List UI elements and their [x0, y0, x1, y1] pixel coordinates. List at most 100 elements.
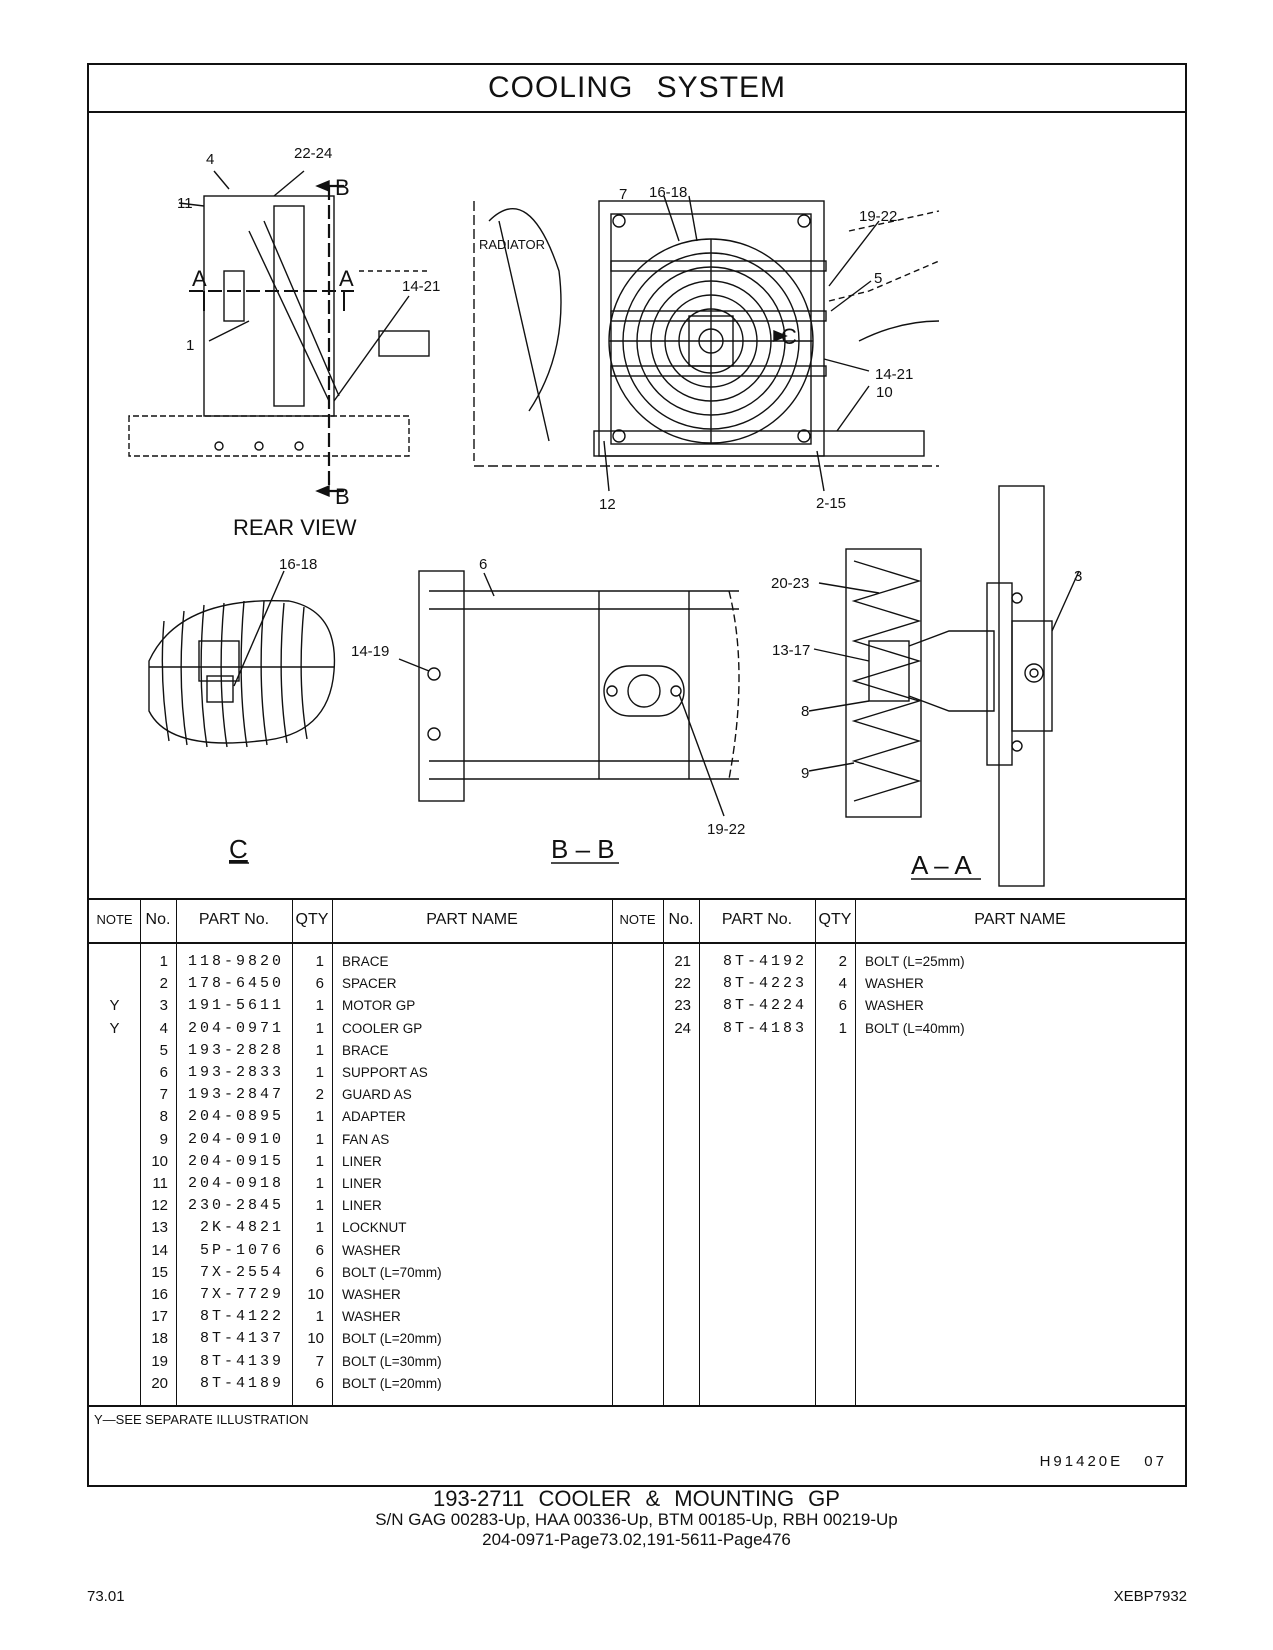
callout-16-18-front: 16-18: [649, 184, 687, 201]
cell-qty: 1: [315, 1152, 324, 1170]
cell-note: [89, 1150, 140, 1173]
table-row: 6 193-2833 1 SUPPORT AS: [89, 1061, 1185, 1084]
cell-note: [89, 1283, 140, 1306]
callout-19-22-front: 19-22: [859, 208, 897, 225]
section-marker-a-left: A: [192, 266, 207, 291]
cell-name: FAN AS: [342, 1131, 390, 1147]
cell-qty: 1: [315, 1130, 324, 1148]
caption-serial-numbers: S/N GAG 00283-Up, HAA 00336-Up, BTM 0018…: [375, 1510, 898, 1529]
cell-no: 13: [151, 1219, 168, 1237]
cell-no: 2: [159, 975, 168, 993]
cell-name: COOLER GP: [342, 1020, 423, 1036]
cell-name: BOLT (L=30mm): [342, 1353, 442, 1369]
cell-part-no: 5P-1076: [199, 1241, 284, 1259]
cell-part-no: 204-0915: [187, 1152, 284, 1170]
cell-qty: 1: [315, 1064, 324, 1081]
cell-note: [612, 994, 663, 1017]
cell-name: LINER: [342, 1198, 382, 1214]
cell-note: [89, 1372, 140, 1395]
section-marker-b-bottom: B: [335, 484, 350, 509]
cell-part-no: 193-2847: [187, 1086, 284, 1104]
column-divider: [663, 898, 664, 1405]
cell-name: WASHER: [865, 998, 924, 1014]
view-aa-drawing: [808, 485, 1080, 887]
column-divider: [612, 898, 613, 1405]
cell-qty: 1: [315, 1219, 324, 1237]
header-part-name: PART NAME: [426, 911, 518, 928]
cell-name: LOCKNUT: [342, 1220, 407, 1236]
cell-note: Y: [109, 1019, 120, 1037]
cell-no: 6: [159, 1064, 168, 1081]
cell-qty: 7: [315, 1352, 324, 1370]
cell-note: [89, 1327, 140, 1350]
cell-qty: 6: [315, 975, 324, 993]
view-bb-drawing: [398, 570, 740, 817]
callout-3: 3: [1074, 568, 1082, 585]
cell-note: [612, 1017, 663, 1040]
cell-name: BOLT (L=70mm): [342, 1264, 442, 1280]
cell-part-no: 2K-4821: [199, 1219, 284, 1237]
cell-part-no: 193-2833: [187, 1064, 284, 1081]
cell-name: SUPPORT AS: [342, 1065, 428, 1080]
page-title: COOLING SYSTEM: [89, 65, 1185, 113]
cell-no: 17: [151, 1308, 168, 1326]
cell-note: [89, 1350, 140, 1373]
rear-view-label: REAR VIEW: [233, 515, 357, 540]
cell-no: 8: [159, 1108, 168, 1126]
cell-part-no: 204-0918: [187, 1175, 284, 1192]
cell-part-no: 8T-4192: [722, 953, 807, 970]
cell-note: [89, 1128, 140, 1151]
caption-page-references: 204-0971-Page73.02,191-5611-Page476: [482, 1530, 791, 1549]
cell-no: 4: [159, 1019, 168, 1037]
cell-part-no: 204-0910: [187, 1130, 284, 1148]
cell-no: 1: [159, 953, 168, 970]
cell-qty: 1: [315, 953, 324, 970]
header-note: NOTE: [96, 912, 133, 927]
callout-14-19: 14-19: [351, 643, 389, 660]
cell-no: 21: [674, 953, 691, 970]
column-divider: [140, 898, 141, 1405]
view-c-drawing: [148, 570, 336, 748]
header-qty: QTY: [295, 911, 329, 928]
section-marker-b-top: B: [335, 175, 350, 200]
cell-no: 5: [159, 1041, 168, 1059]
callout-6: 6: [479, 556, 487, 573]
cell-no: 7: [159, 1086, 168, 1104]
view-bb-label: B – B: [551, 834, 615, 864]
callout-16-18-c: 16-18: [279, 556, 317, 573]
cell-no: 23: [674, 997, 691, 1015]
view-marker-c: C: [781, 324, 797, 349]
header-part-no-right: PART No.: [721, 911, 793, 928]
cell-note: [89, 1305, 140, 1328]
header-qty-right: QTY: [818, 911, 852, 928]
cell-name: BRACE: [342, 954, 389, 969]
cell-no: 14: [151, 1241, 168, 1259]
callout-4: 4: [206, 151, 214, 168]
section-marker-a-right: A: [339, 266, 354, 291]
cell-name: GUARD AS: [342, 1087, 412, 1103]
illustration-code: H91420E 07: [1039, 1453, 1167, 1470]
column-divider: [699, 898, 700, 1405]
cell-qty: 10: [307, 1330, 324, 1348]
cell-part-no: 8T-4223: [722, 975, 807, 993]
page-number: 73.01: [87, 1588, 125, 1605]
cell-qty: 1: [315, 1019, 324, 1037]
cell-no: 19: [151, 1352, 168, 1370]
cell-part-no: 118-9820: [187, 953, 284, 970]
cell-note: [89, 1239, 140, 1262]
document-code: XEBP7932: [1113, 1588, 1187, 1605]
cell-qty: 6: [838, 997, 847, 1015]
cell-qty: 1: [315, 1108, 324, 1126]
cell-no: 24: [674, 1019, 691, 1037]
cooler-front-drawing: [473, 195, 940, 492]
